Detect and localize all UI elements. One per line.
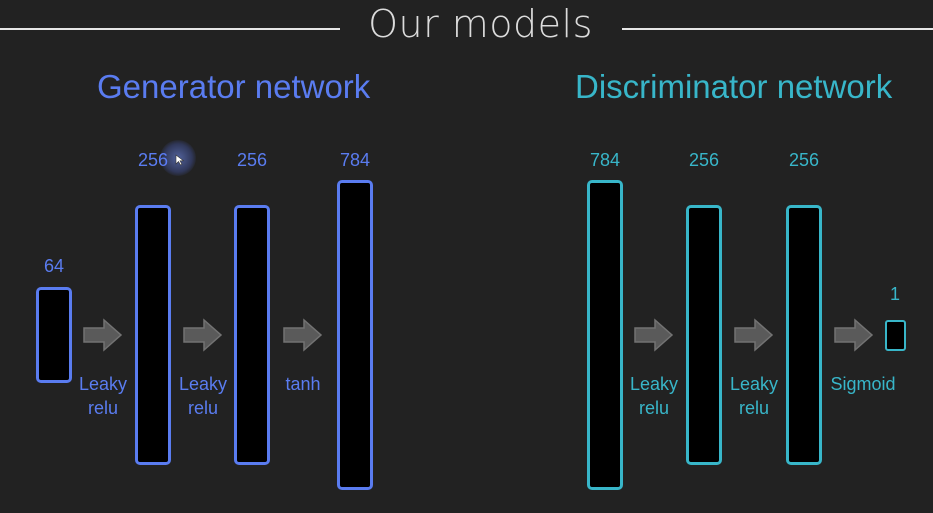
arrow-right-icon xyxy=(634,318,674,352)
activation-label: Sigmoid xyxy=(830,374,896,394)
generator-layer xyxy=(337,180,373,490)
generator-layer xyxy=(36,287,72,383)
discriminator-layer xyxy=(587,180,623,490)
discriminator-layer-size: 1 xyxy=(889,284,900,304)
activation-label: Leaky xyxy=(78,374,128,394)
activation-label: Leaky xyxy=(629,374,679,394)
arrow-right-icon xyxy=(734,318,774,352)
title-rule-right xyxy=(622,28,933,30)
generator-activation: Leaky relu xyxy=(168,372,238,420)
mouse-pointer-icon xyxy=(175,154,185,166)
activation-label: relu xyxy=(187,398,218,418)
arrow-right-icon xyxy=(834,318,874,352)
discriminator-activation: Leaky relu xyxy=(719,372,789,420)
activation-label: relu xyxy=(87,398,118,418)
generator-layer xyxy=(234,205,270,465)
discriminator-layer xyxy=(686,205,722,465)
discriminator-activation: Leaky relu xyxy=(619,372,689,420)
generator-activation: Leaky relu xyxy=(68,372,138,420)
page-title: Our models xyxy=(368,2,593,46)
activation-label: tanh xyxy=(285,374,321,394)
discriminator-layer xyxy=(885,320,906,351)
activation-label: Leaky xyxy=(178,374,228,394)
title-rule-left xyxy=(0,28,340,30)
activation-label: Leaky xyxy=(729,374,779,394)
discriminator-layer-size: 256 xyxy=(788,150,820,170)
generator-layer xyxy=(135,205,171,465)
activation-label: relu xyxy=(638,398,669,418)
generator-layer-size: 256 xyxy=(236,150,268,170)
generator-activation: tanh xyxy=(268,372,338,396)
discriminator-layer-size: 784 xyxy=(589,150,621,170)
generator-title: Generator network xyxy=(97,68,371,105)
discriminator-layer xyxy=(786,205,822,465)
discriminator-layer-size: 256 xyxy=(688,150,720,170)
arrow-right-icon xyxy=(283,318,323,352)
activation-label: relu xyxy=(738,398,769,418)
discriminator-activation: Sigmoid xyxy=(828,372,898,396)
generator-layer-size: 64 xyxy=(43,256,65,276)
generator-layer-size: 784 xyxy=(339,150,371,170)
arrow-right-icon xyxy=(83,318,123,352)
arrow-right-icon xyxy=(183,318,223,352)
discriminator-title: Discriminator network xyxy=(575,68,893,105)
